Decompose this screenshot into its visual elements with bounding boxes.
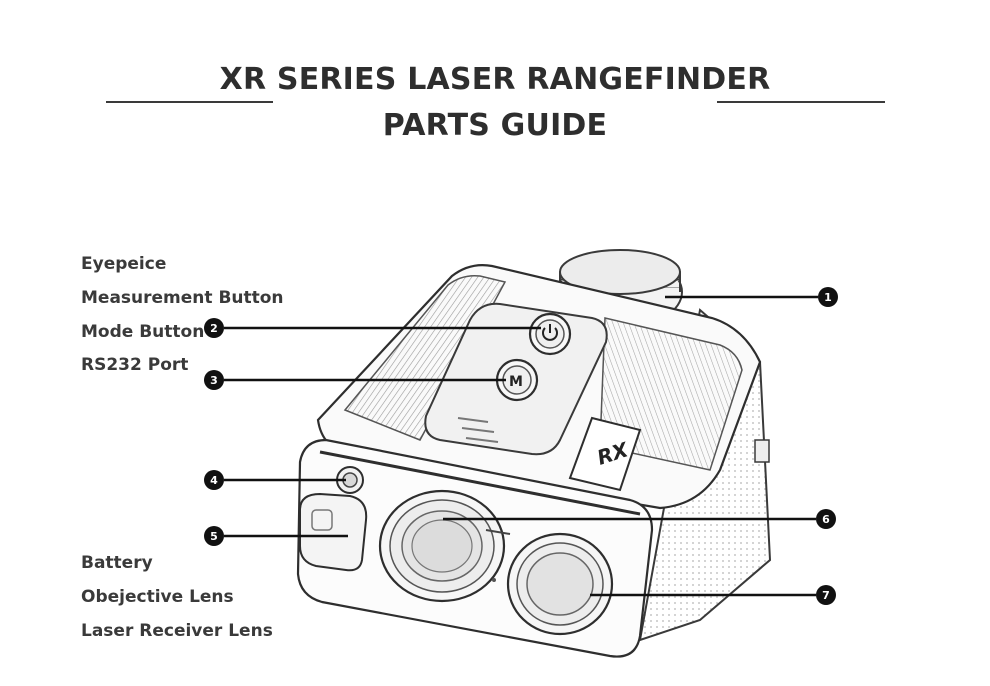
mode-button-text: M	[509, 374, 523, 390]
callout-number-5: 5	[210, 530, 218, 543]
callout-marker-1: 1	[818, 287, 838, 307]
measurement-button[interactable]	[528, 312, 572, 356]
title-rule-left	[106, 101, 273, 103]
callout-marker-4: 4	[204, 470, 224, 490]
page-subtitle: PARTS GUIDE	[382, 108, 608, 143]
callout-lines	[224, 295, 818, 597]
laser-receiver-lens	[506, 532, 614, 636]
legend-label-battery: Battery	[81, 553, 153, 573]
callout-marker-3: 3	[204, 370, 224, 390]
callout-marker-2: 2	[204, 318, 224, 338]
battery-cover	[299, 492, 368, 572]
page-title: XR SERIES LASER RANGEFINDER	[219, 62, 771, 97]
callout-number-2: 2	[210, 322, 218, 335]
callout-number-3: 3	[210, 374, 218, 387]
legend-label-laser-receiver-lens: Laser Receiver Lens	[81, 621, 273, 641]
callout-number-4: 4	[210, 474, 218, 487]
front-dot	[492, 578, 496, 582]
legend-label-objective-lens: Obejective Lens	[81, 587, 234, 607]
legend-label-mode-button: Mode Button	[81, 322, 205, 342]
mode-button[interactable]: M	[495, 358, 539, 402]
front-mark	[485, 529, 511, 535]
callout-number-7: 7	[822, 589, 830, 602]
callout-marker-6: 6	[816, 509, 836, 529]
legend-label-measurement-button: Measurement Button	[81, 288, 284, 308]
objective-lens	[378, 489, 506, 603]
callout-marker-5: 5	[204, 526, 224, 546]
title-rule-right	[717, 101, 885, 103]
legend-label-eyepiece: Eyepeice	[81, 254, 167, 274]
callout-number-1: 1	[824, 291, 832, 304]
callout-marker-7: 7	[816, 585, 836, 605]
callout-number-6: 6	[822, 513, 830, 526]
legend-label-rs232-port: RS232 Port	[81, 355, 189, 375]
